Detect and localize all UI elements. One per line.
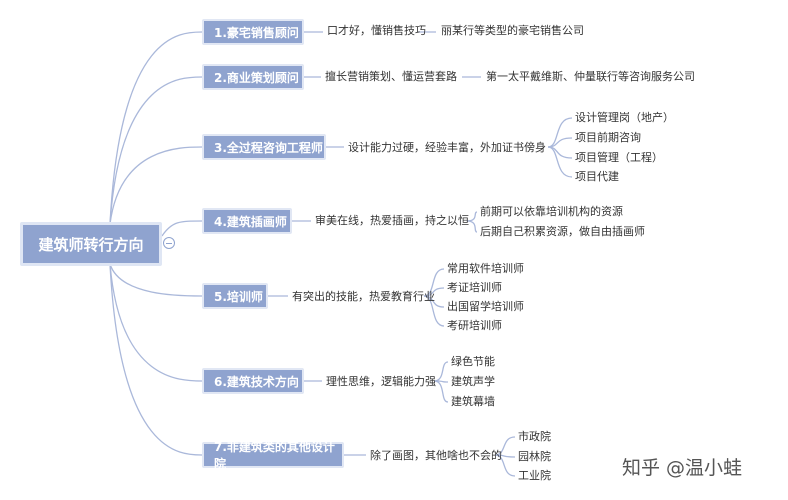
branch-3-item-2: 项目前期咨询 xyxy=(575,131,641,144)
fan-connector-3-4 xyxy=(547,146,573,178)
branch-5-item-1: 常用软件培训师 xyxy=(447,262,524,275)
root-branch-connector-6 xyxy=(109,263,203,382)
branch-5-item-4: 考研培训师 xyxy=(447,319,502,332)
branch-4-item-2: 后期自己积累资源，做自由插画师 xyxy=(480,225,645,238)
branch-3-item-3: 项目管理（工程） xyxy=(575,151,663,164)
branch-6-item-1: 绿色节能 xyxy=(451,355,495,368)
fan-connector-4-2 xyxy=(466,220,478,233)
fan-connector-6-1 xyxy=(433,361,449,382)
branch-3-desc: 设计能力过硬，经验丰富，外加证书傍身 xyxy=(348,141,546,154)
branch-node-7[interactable]: 7.非建筑类的其他设计院 xyxy=(202,440,344,471)
branch-node-2[interactable]: 2.商业策划顾问 xyxy=(202,64,304,90)
branch-node-4[interactable]: 4.建筑插画师 xyxy=(202,208,292,234)
branch-1-item-1: 丽某行等类型的豪宅销售公司 xyxy=(441,24,584,37)
branch-3-item-1: 设计管理岗（地产） xyxy=(575,111,674,124)
branch-node-6[interactable]: 6.建筑技术方向 xyxy=(202,368,304,394)
branch-6-desc: 理性思维，逻辑能力强 xyxy=(326,375,436,388)
branch-3-item-4: 项目代建 xyxy=(575,170,619,183)
branch-6-item-3: 建筑幕墙 xyxy=(451,395,495,408)
branch-5-item-3: 出国留学培训师 xyxy=(447,300,524,313)
branch-1-desc: 口才好，懂销售技巧 xyxy=(327,24,426,37)
collapse-icon[interactable] xyxy=(163,237,175,249)
branch-6-item-2: 建筑声学 xyxy=(451,375,495,388)
branch-7-desc: 除了画图，其他啥也不会的 xyxy=(370,449,502,462)
branch-5-item-2: 考证培训师 xyxy=(447,281,502,294)
root-node[interactable]: 建筑师转行方向 xyxy=(20,222,162,266)
branch-2-desc: 擅长营销策划、懂运营套路 xyxy=(325,70,457,83)
branch-node-3[interactable]: 3.全过程咨询工程师 xyxy=(202,134,326,160)
branch-4-desc: 审美在线，热爱插画，持之以恒 xyxy=(315,214,469,227)
branch-5-desc: 有突出的技能，热爱教育行业 xyxy=(292,290,435,303)
root-branch-connector-7 xyxy=(109,263,203,456)
fan-connector-3-1 xyxy=(547,117,573,148)
root-branch-connector-1 xyxy=(109,31,203,225)
branch-node-1[interactable]: 1.豪宅销售顾问 xyxy=(202,19,304,45)
root-branch-connector-4 xyxy=(161,220,203,237)
branch-7-item-2: 园林院 xyxy=(518,450,551,463)
branch-4-item-1: 前期可以依靠培训机构的资源 xyxy=(480,205,623,218)
root-branch-connector-2 xyxy=(109,76,203,225)
branch-2-item-1: 第一太平戴维斯、仲量联行等咨询服务公司 xyxy=(486,70,695,83)
root-branch-connector-5 xyxy=(109,263,203,297)
watermark: 知乎 @温小蛙 xyxy=(622,457,743,479)
fan-connector-6-3 xyxy=(433,380,449,403)
branch-7-item-1: 市政院 xyxy=(518,430,551,443)
branch-node-5[interactable]: 5.培训师 xyxy=(202,283,268,309)
fan-connector-5-4 xyxy=(423,295,445,327)
fan-connector-7-3 xyxy=(494,454,516,477)
root-branch-connector-3 xyxy=(109,146,203,225)
branch-7-item-3: 工业院 xyxy=(518,469,551,482)
